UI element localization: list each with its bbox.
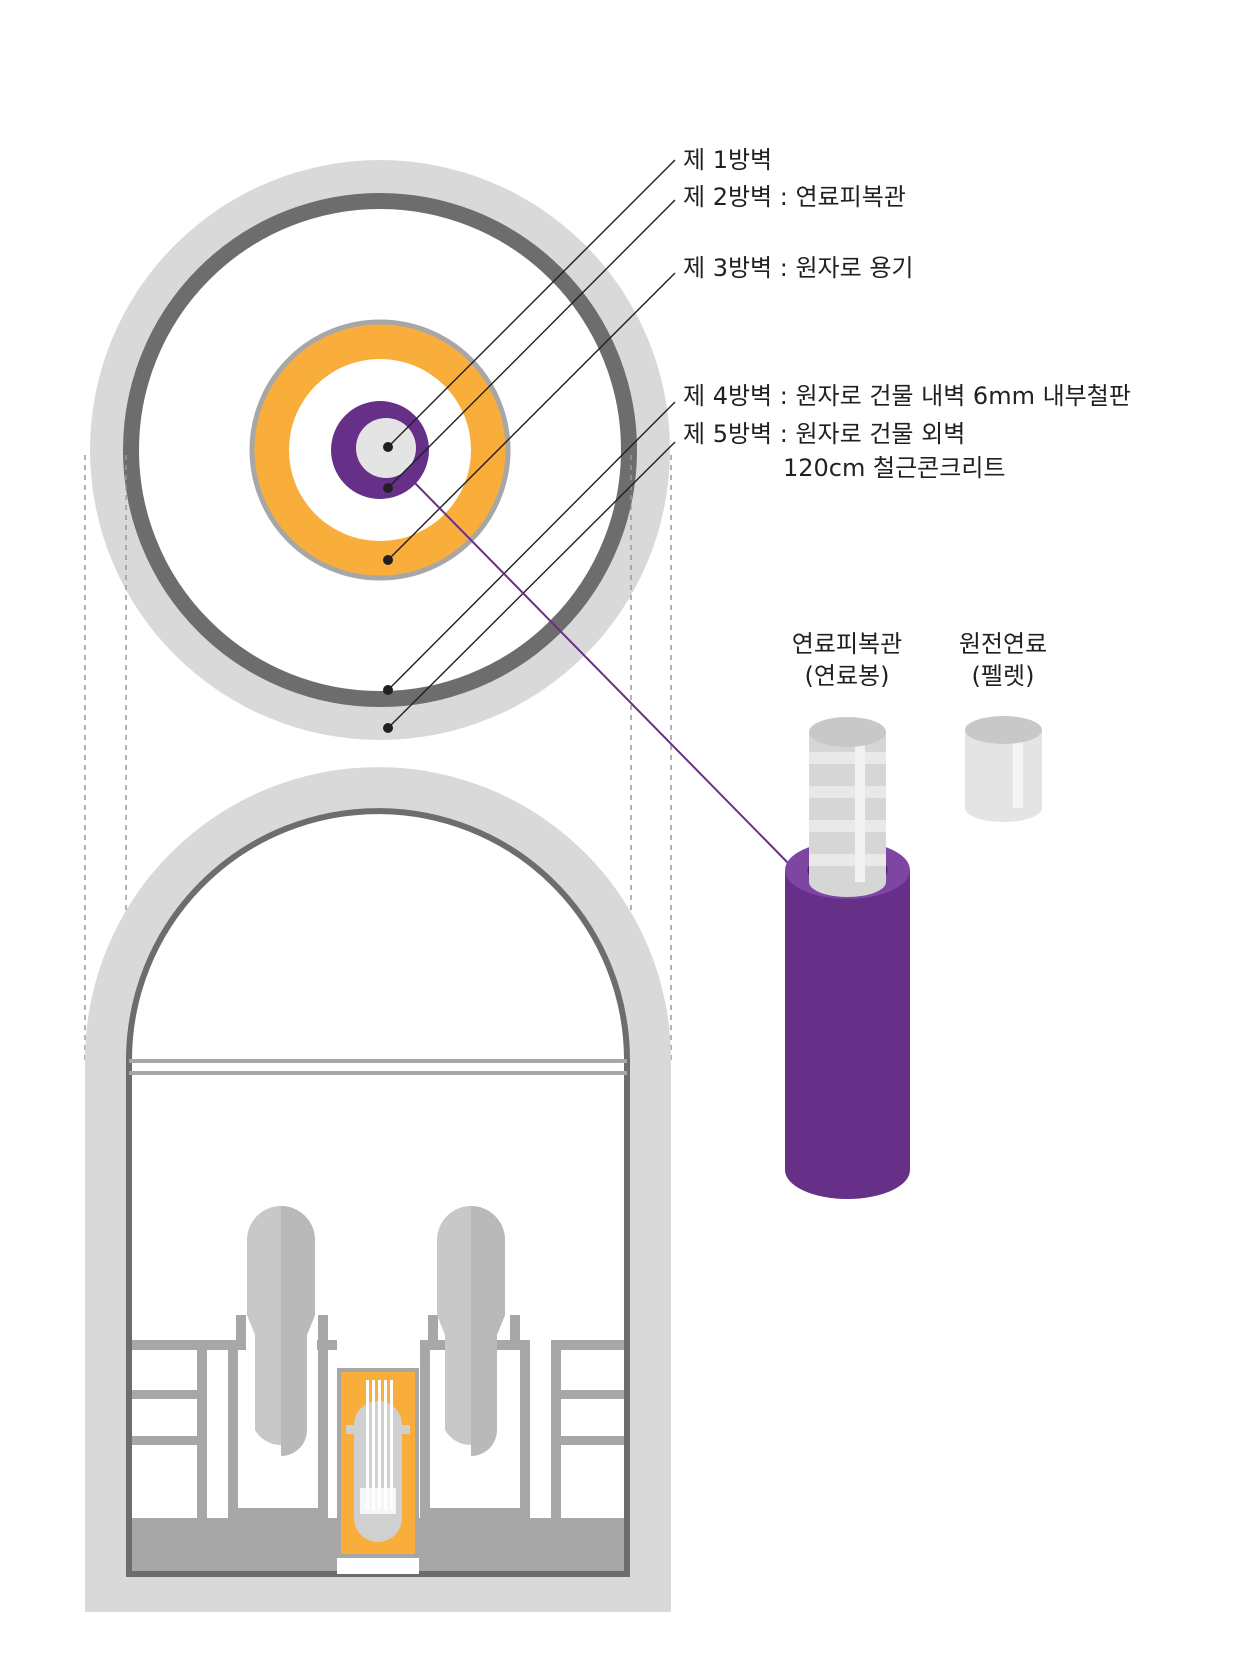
- leader-dot-2: [383, 483, 393, 493]
- leader-line-2: [387, 199, 676, 489]
- leader-dot-4: [383, 685, 393, 695]
- fuel-pellet-illustration: [965, 716, 1042, 822]
- barrier-label-4: 제 4방벽 : 원자로 건물 내벽 6mm 내부철판: [683, 382, 1131, 410]
- barrier-label-3: 제 3방벽 : 원자로 용기: [683, 254, 914, 282]
- crane-rail-top: [129, 1059, 627, 1063]
- pellet-stack: [809, 717, 886, 897]
- leader-dots: [383, 442, 393, 733]
- cladding-connector-line: [409, 477, 791, 866]
- leader-dot-5: [383, 723, 393, 733]
- floor-slab-right: [419, 1518, 624, 1571]
- barrier-labels: 제 1방벽 제 2방벽 : 연료피복관 제 3방벽 : 원자로 용기 제 4방벽…: [683, 146, 1131, 482]
- floor-slab-left: [132, 1518, 337, 1571]
- leader-line-4: [387, 401, 676, 691]
- leader-dot-1: [383, 442, 393, 452]
- inner-steel-dome: [126, 808, 630, 1577]
- barrier-label-1: 제 1방벽: [683, 146, 772, 174]
- leader-line-3: [387, 272, 676, 561]
- crane-rail-bottom: [129, 1071, 627, 1075]
- steam-generator-right: [437, 1206, 505, 1456]
- barrier-label-5-line2: 120cm 철근콘크리트: [783, 454, 1006, 482]
- reactor-vessel: [337, 1368, 419, 1558]
- pellet-label-line1: 원전연료: [959, 630, 1047, 658]
- barrier-label-5: 제 5방벽 : 원자로 건물 외벽: [683, 420, 965, 448]
- leader-line-1: [387, 159, 676, 448]
- steam-generator-left: [247, 1206, 315, 1456]
- fuel-rod-label-line2: (연료봉): [805, 662, 890, 690]
- fuel-rod-label-line1: 연료피복관: [792, 630, 902, 658]
- fuel-rod-illustration: [785, 717, 910, 1199]
- pellet-label-line2: (펠렛): [972, 662, 1035, 690]
- leader-line-5: [387, 441, 676, 729]
- leader-lines: [387, 159, 676, 729]
- leader-dot-3: [383, 555, 393, 565]
- part-labels: 연료피복관 (연료봉) 원전연료 (펠렛): [792, 630, 1047, 690]
- barrier-label-2: 제 2방벽 : 연료피복관: [683, 183, 906, 211]
- projection-lines: [84, 455, 672, 1065]
- building-section: [85, 767, 671, 1612]
